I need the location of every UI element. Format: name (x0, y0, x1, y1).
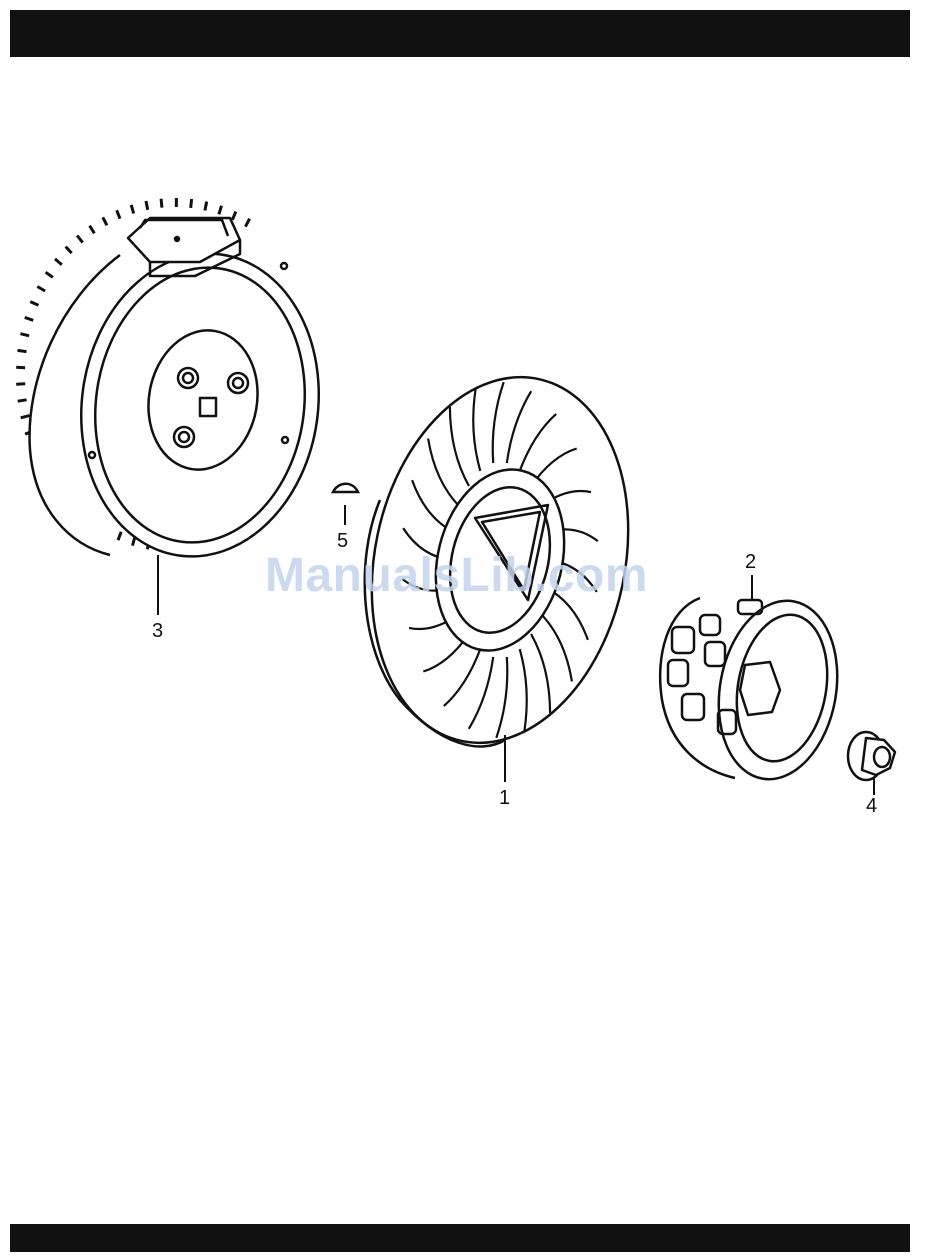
gear-tooth (117, 210, 120, 218)
gear-tooth (30, 302, 38, 306)
gear-tooth (146, 201, 148, 210)
gear-tooth (161, 199, 162, 208)
gear-tooth (18, 350, 27, 351)
gear-tooth (21, 416, 30, 418)
callout-part-4: 4 (866, 796, 877, 816)
gear-tooth (219, 206, 222, 215)
gear-tooth (90, 226, 95, 234)
gear-tooth (16, 384, 25, 385)
callout-part-1: 1 (499, 788, 510, 808)
gear-tooth (232, 212, 235, 220)
gear-tooth (46, 272, 53, 277)
gear-tooth (20, 334, 29, 336)
gear-tooth (118, 532, 121, 540)
footer-bar (10, 1224, 910, 1252)
gear-tooth (18, 400, 27, 401)
gear-tooth (131, 205, 134, 214)
gear-tooth (77, 236, 83, 243)
gear-tooth (205, 202, 207, 211)
woodruff-key-part-5 (333, 484, 358, 525)
gear-tooth (37, 287, 45, 292)
gear-tooth (55, 259, 62, 265)
callout-part-3: 3 (152, 621, 163, 641)
callout-part-5: 5 (337, 531, 348, 551)
gear-tooth (191, 199, 192, 208)
watermark: ManualsLib.com (265, 548, 648, 603)
gear-tooth (25, 317, 34, 320)
flange-nut-part-4 (848, 732, 895, 795)
gear-tooth (245, 219, 249, 227)
callout-part-2: 2 (745, 552, 756, 572)
starter-cup-part-2 (660, 575, 851, 789)
gear-tooth (103, 217, 107, 225)
gear-tooth (66, 247, 72, 254)
